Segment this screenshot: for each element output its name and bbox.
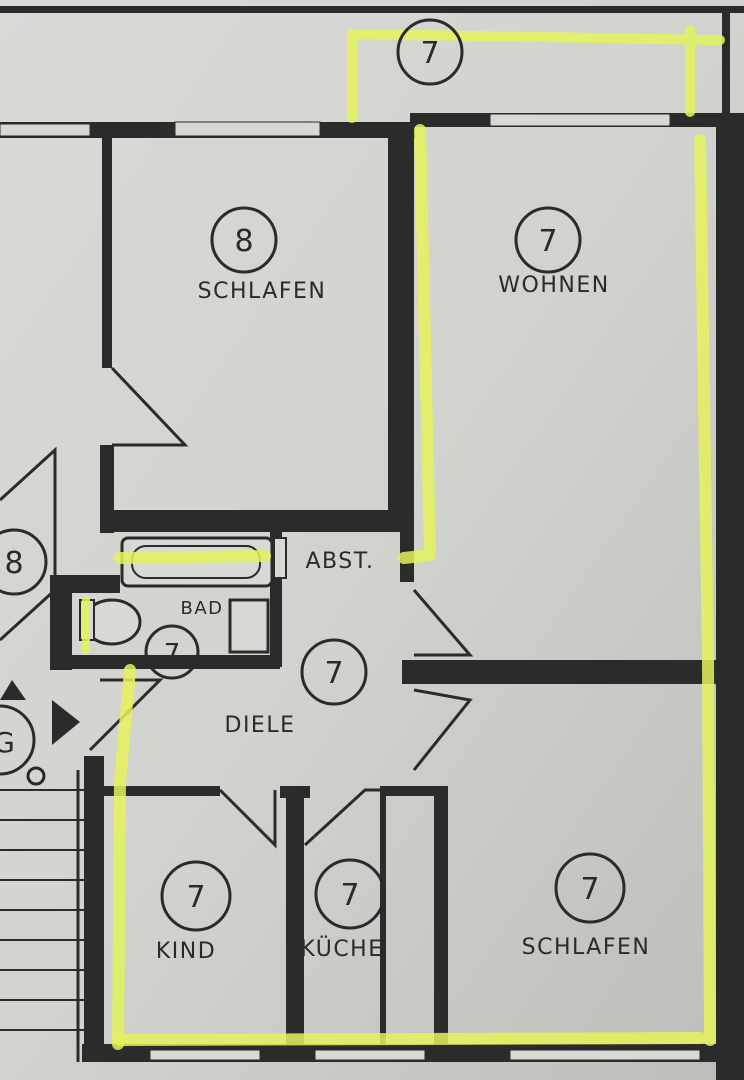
window-left-top bbox=[0, 123, 91, 137]
wall-bedroom-living bbox=[388, 122, 414, 532]
living-label: WOHNEN bbox=[498, 273, 609, 298]
bedroom-top-label: SCHLAFEN bbox=[198, 279, 327, 304]
wall-bedroom-bottom bbox=[100, 510, 410, 532]
wall-bedroom-left-lower bbox=[100, 445, 114, 533]
bedroom-bottom-circle bbox=[554, 852, 626, 924]
staircase bbox=[0, 680, 84, 1062]
storage-label: ABST. bbox=[305, 549, 374, 574]
stair-marker-label: G bbox=[0, 726, 15, 759]
door-swings bbox=[0, 366, 474, 849]
neighbor-number: 8 bbox=[4, 546, 23, 581]
living-number: 7 bbox=[538, 224, 557, 259]
wall-living-bedroom bbox=[402, 660, 722, 684]
bedroom-bottom-label: SCHLAFEN bbox=[522, 935, 651, 960]
neighbor-circle bbox=[0, 528, 48, 596]
wall-kitchen-top-right bbox=[380, 786, 440, 796]
wall-kitchen-inner bbox=[380, 786, 386, 1048]
stair-marker-circle bbox=[0, 704, 36, 776]
window-kids bbox=[149, 1049, 261, 1061]
washbasin bbox=[228, 598, 270, 654]
bath-circle bbox=[144, 624, 200, 680]
shelf bbox=[273, 537, 287, 579]
hall-circle bbox=[300, 638, 368, 706]
bedroom-bottom-number: 7 bbox=[580, 872, 599, 907]
window-living bbox=[489, 113, 671, 127]
wall-kitchen-bedroom bbox=[434, 786, 448, 1048]
highlighter-marks bbox=[82, 25, 725, 1050]
wall-balcony-right bbox=[722, 6, 730, 128]
kids-circle bbox=[160, 860, 232, 932]
living-circle bbox=[514, 206, 582, 274]
room-markers: 7 8 7 8 7 7 7 7 7 bbox=[0, 18, 626, 932]
kitchen-circle bbox=[314, 858, 386, 930]
wall-stair-right bbox=[84, 756, 104, 1062]
stair-post bbox=[26, 766, 46, 786]
hall-number: 7 bbox=[324, 656, 343, 691]
kids-label: KIND bbox=[156, 939, 216, 964]
stair-arrow-right-icon bbox=[52, 700, 80, 745]
wall-balcony-top bbox=[0, 6, 744, 13]
wall-right-exterior bbox=[716, 115, 744, 1080]
bath-label: BAD bbox=[180, 598, 223, 619]
wall-kitchen-top bbox=[280, 786, 310, 798]
kitchen-number: 7 bbox=[340, 878, 359, 913]
room-labels: SCHLAFEN WOHNEN ABST. BAD DIELE KIND KÜC… bbox=[0, 273, 651, 964]
bath-number: 7 bbox=[164, 639, 181, 669]
window-bedroom-top bbox=[174, 121, 321, 137]
wall-bath-bottom bbox=[50, 655, 280, 669]
windows bbox=[0, 113, 701, 1061]
balcony-number: 7 bbox=[420, 36, 439, 71]
balcony-circle bbox=[396, 18, 464, 86]
stair-arrow-up-icon bbox=[0, 680, 26, 700]
kitchen-label: KÜCHE bbox=[300, 936, 383, 962]
wall-bath-top bbox=[50, 575, 120, 593]
bedroom-top-number: 8 bbox=[234, 224, 253, 259]
wall-kids-top bbox=[100, 786, 220, 796]
wall-bedroom-left bbox=[102, 138, 112, 368]
bedroom-top-circle bbox=[210, 206, 278, 274]
kids-number: 7 bbox=[186, 880, 205, 915]
wall-kids-kitchen bbox=[286, 786, 304, 1046]
hall-label: DIELE bbox=[225, 713, 296, 738]
window-bedroom-bottom bbox=[509, 1049, 701, 1061]
window-kitchen bbox=[314, 1049, 426, 1061]
